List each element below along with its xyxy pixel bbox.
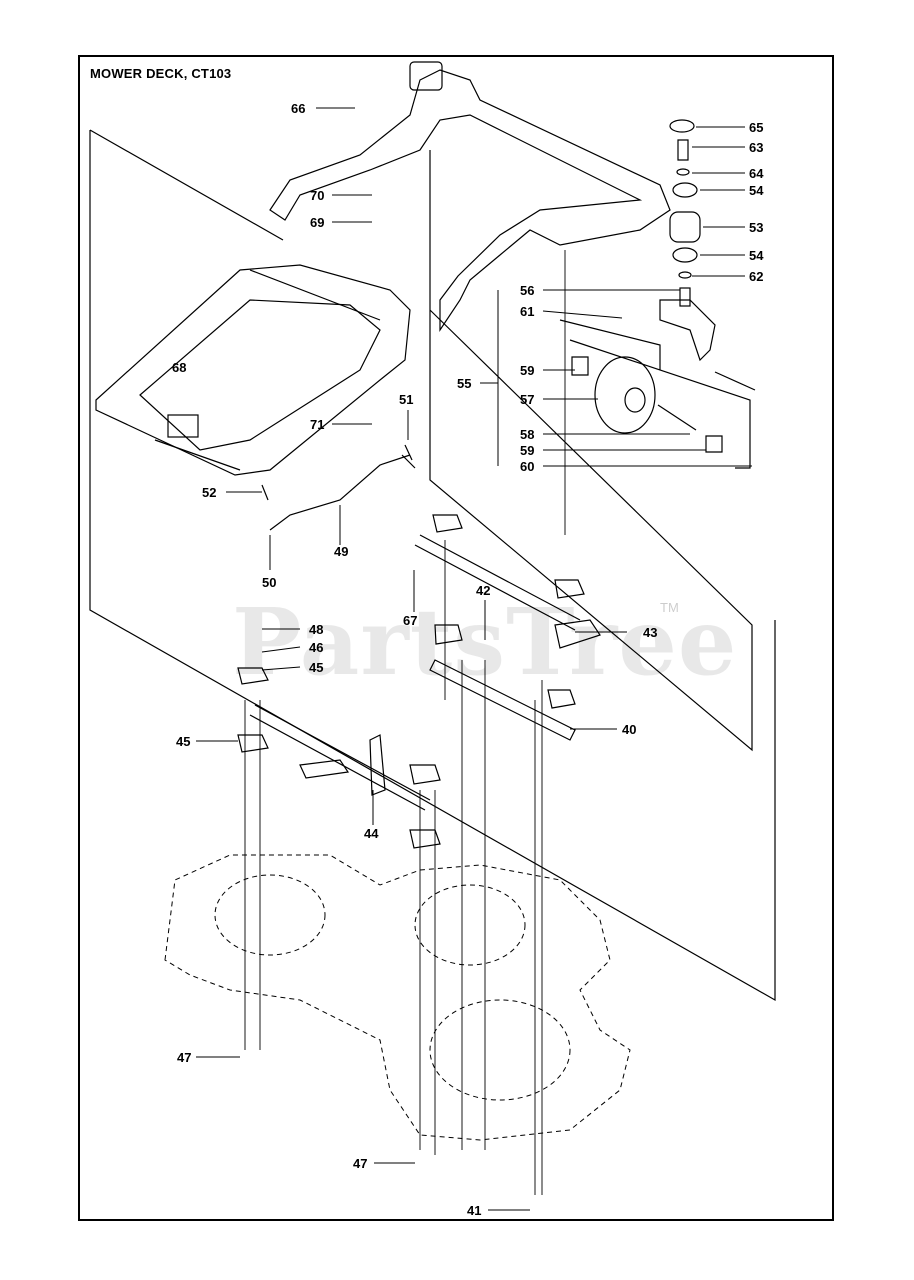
callout-labels: 66 65 63 64 54 53 54 62 70 69 56 61 68 5…	[172, 101, 764, 1218]
callout-54-bottom: 54	[749, 248, 764, 263]
wheel-fork	[659, 299, 716, 362]
callout-68: 68	[172, 360, 186, 375]
callout-53: 53	[749, 220, 763, 235]
rear-shaft	[414, 534, 581, 631]
link-bar-40	[429, 659, 576, 741]
spindle-56	[679, 287, 691, 307]
callout-50: 50	[262, 575, 276, 590]
callout-45-bottom: 45	[176, 734, 190, 749]
callout-66: 66	[291, 101, 305, 116]
mower-deck-housing	[164, 854, 631, 1141]
right-panel-outline	[429, 150, 753, 752]
callout-69: 69	[310, 215, 324, 230]
caster-wheel	[594, 356, 656, 434]
callout-47-left: 47	[177, 1050, 191, 1065]
callout-59-bottom: 59	[520, 443, 534, 458]
wheel-bracket-box	[559, 319, 751, 469]
diagram-frame	[78, 55, 834, 1221]
clamp-blocks	[237, 514, 585, 849]
callout-55: 55	[457, 376, 471, 391]
hanger-inner	[139, 299, 381, 451]
callout-47-bottom: 47	[353, 1156, 367, 1171]
callout-51: 51	[399, 392, 413, 407]
callout-42: 42	[476, 583, 490, 598]
arm-fitting	[409, 61, 443, 91]
callout-57: 57	[520, 392, 534, 407]
callout-58: 58	[520, 427, 534, 442]
callout-63: 63	[749, 140, 763, 155]
callout-65: 65	[749, 120, 763, 135]
caster-hub	[624, 387, 646, 413]
leader-lines	[196, 107, 752, 1211]
callout-49: 49	[334, 544, 348, 559]
link-plate-43	[554, 619, 601, 649]
callout-45-top: 45	[309, 660, 323, 675]
watermark: PartsTree	[232, 588, 738, 696]
sleeve-53	[669, 211, 701, 243]
axle-spacer-right	[705, 435, 723, 453]
callout-44: 44	[364, 826, 379, 841]
bolt-centerlines	[244, 250, 566, 1195]
callout-54-top: 54	[749, 183, 764, 198]
bearing-54-top	[672, 182, 698, 198]
callout-43: 43	[643, 625, 657, 640]
callout-40: 40	[622, 722, 636, 737]
linkage-rod-49	[269, 454, 411, 531]
hanger-bracket-68	[167, 414, 199, 438]
callout-67: 67	[403, 613, 417, 628]
watermark-trademark: TM	[660, 600, 679, 615]
washer-62	[678, 271, 692, 279]
front-shaft	[249, 704, 431, 811]
left-panel-outline	[89, 129, 776, 1002]
callout-41: 41	[467, 1203, 481, 1218]
callout-61: 61	[520, 304, 534, 319]
callout-62: 62	[749, 269, 763, 284]
callout-60: 60	[520, 459, 534, 474]
front-hanger-frame	[95, 264, 411, 476]
callout-52: 52	[202, 485, 216, 500]
diagram-title: MOWER DECK, CT103	[90, 66, 232, 81]
callout-71: 71	[310, 417, 324, 432]
callout-59-top: 59	[520, 363, 534, 378]
pin-52	[261, 484, 269, 501]
axle-spacer-left	[571, 356, 589, 376]
bolt-63	[677, 139, 689, 161]
callout-70: 70	[310, 188, 324, 203]
callout-56: 56	[520, 283, 534, 298]
clip-51	[401, 444, 416, 469]
callout-46: 46	[309, 640, 323, 655]
callout-64: 64	[749, 166, 764, 181]
callout-48: 48	[309, 622, 323, 637]
pedal-44	[299, 759, 350, 779]
bearing-54-bottom	[672, 247, 698, 263]
deck-lift-arm	[269, 69, 671, 332]
hanger-rod	[154, 269, 381, 471]
axle-bolt	[657, 404, 697, 431]
arm-tab-44	[369, 734, 386, 796]
cap-65	[669, 119, 695, 133]
washer-64	[676, 168, 690, 176]
fork-bolt	[714, 371, 756, 391]
